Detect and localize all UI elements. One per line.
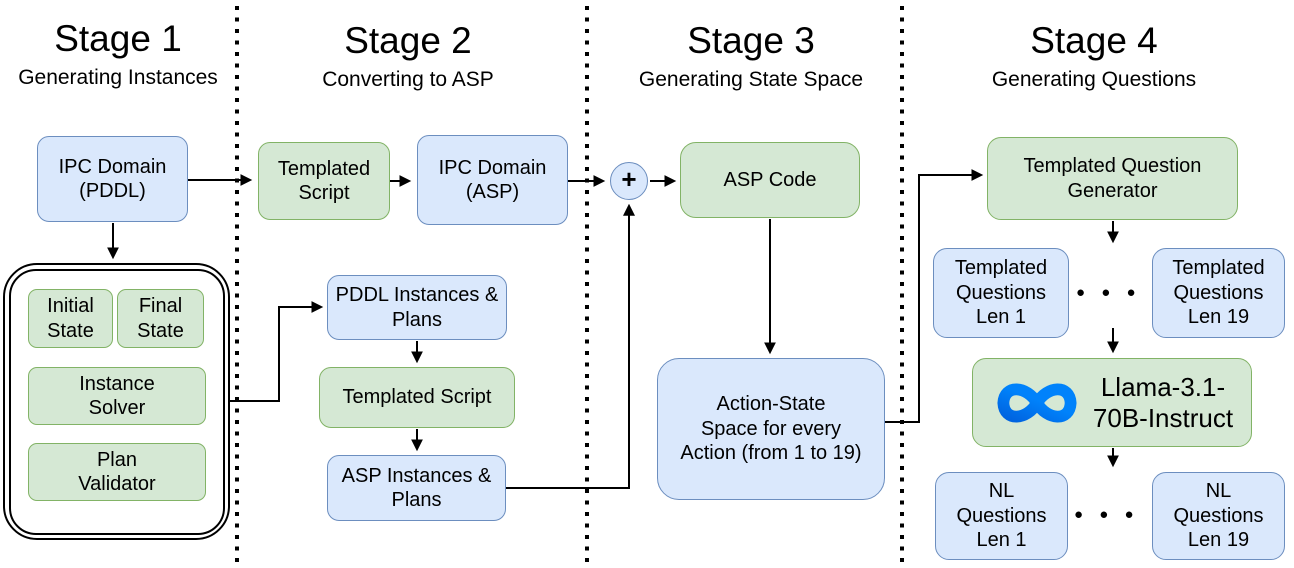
stage-3-subtitle: Generating State Space	[638, 67, 864, 91]
node-llama-model: Llama-3.1- 70B-Instruct	[972, 358, 1252, 447]
edge-container-to-pddlinstances	[230, 301, 324, 402]
stage-4-subtitle: Generating Questions	[991, 67, 1197, 91]
node-templated-questions-len19: Templated Questions Len 19	[1152, 248, 1285, 338]
node-pddl-instances-plans: PDDL Instances & Plans	[327, 275, 507, 340]
stage-4-title: Stage 4	[1030, 20, 1158, 61]
stage-1-subtitle: Generating Instances	[18, 65, 218, 89]
node-templated-questions-len1: Templated Questions Len 1	[933, 248, 1069, 338]
stage-4-header: Stage 4 Generating Questions	[992, 20, 1196, 92]
stage-3-title: Stage 3	[687, 20, 815, 61]
ellipsis-dots-templated: ● ● ●	[1076, 284, 1142, 301]
stage-2-subtitle: Converting to ASP	[322, 67, 494, 91]
node-templated-question-generator: Templated Question Generator	[987, 137, 1238, 220]
edge-aspinstances-to-plus	[506, 203, 635, 489]
stage-3-header: Stage 3 Generating State Space	[639, 20, 863, 92]
stage-2-title: Stage 2	[344, 20, 472, 61]
node-nl-questions-len19: NL Questions Len 19	[1152, 472, 1285, 560]
stage-2-header: Stage 2 Converting to ASP	[322, 20, 494, 92]
node-final-state: Final State	[117, 289, 204, 348]
node-plan-validator: Plan Validator	[28, 443, 206, 501]
node-instance-solver: Instance Solver	[28, 367, 206, 425]
node-asp-code: ASP Code	[680, 142, 860, 218]
node-templated-script-bottom: Templated Script	[319, 367, 515, 428]
meta-logo-icon	[997, 383, 1077, 422]
node-nl-questions-len1: NL Questions Len 1	[935, 472, 1068, 560]
node-action-state-space: Action-State Space for every Action (fro…	[657, 358, 885, 500]
node-ipc-domain-pddl: IPC Domain (PDDL)	[37, 136, 188, 222]
llama-model-label: Llama-3.1- 70B-Instruct	[1092, 371, 1234, 433]
node-templated-script-top: Templated Script	[258, 142, 390, 220]
node-initial-state: Initial State	[28, 289, 113, 348]
stage-1-title: Stage 1	[54, 18, 182, 59]
stage-1-header: Stage 1 Generating Instances	[18, 18, 218, 90]
node-ipc-domain-asp: IPC Domain (ASP)	[417, 135, 568, 225]
ellipsis-dots-nl: ● ● ●	[1074, 506, 1140, 523]
plus-junction: +	[610, 162, 648, 200]
node-asp-instances-plans: ASP Instances & Plans	[327, 455, 506, 521]
